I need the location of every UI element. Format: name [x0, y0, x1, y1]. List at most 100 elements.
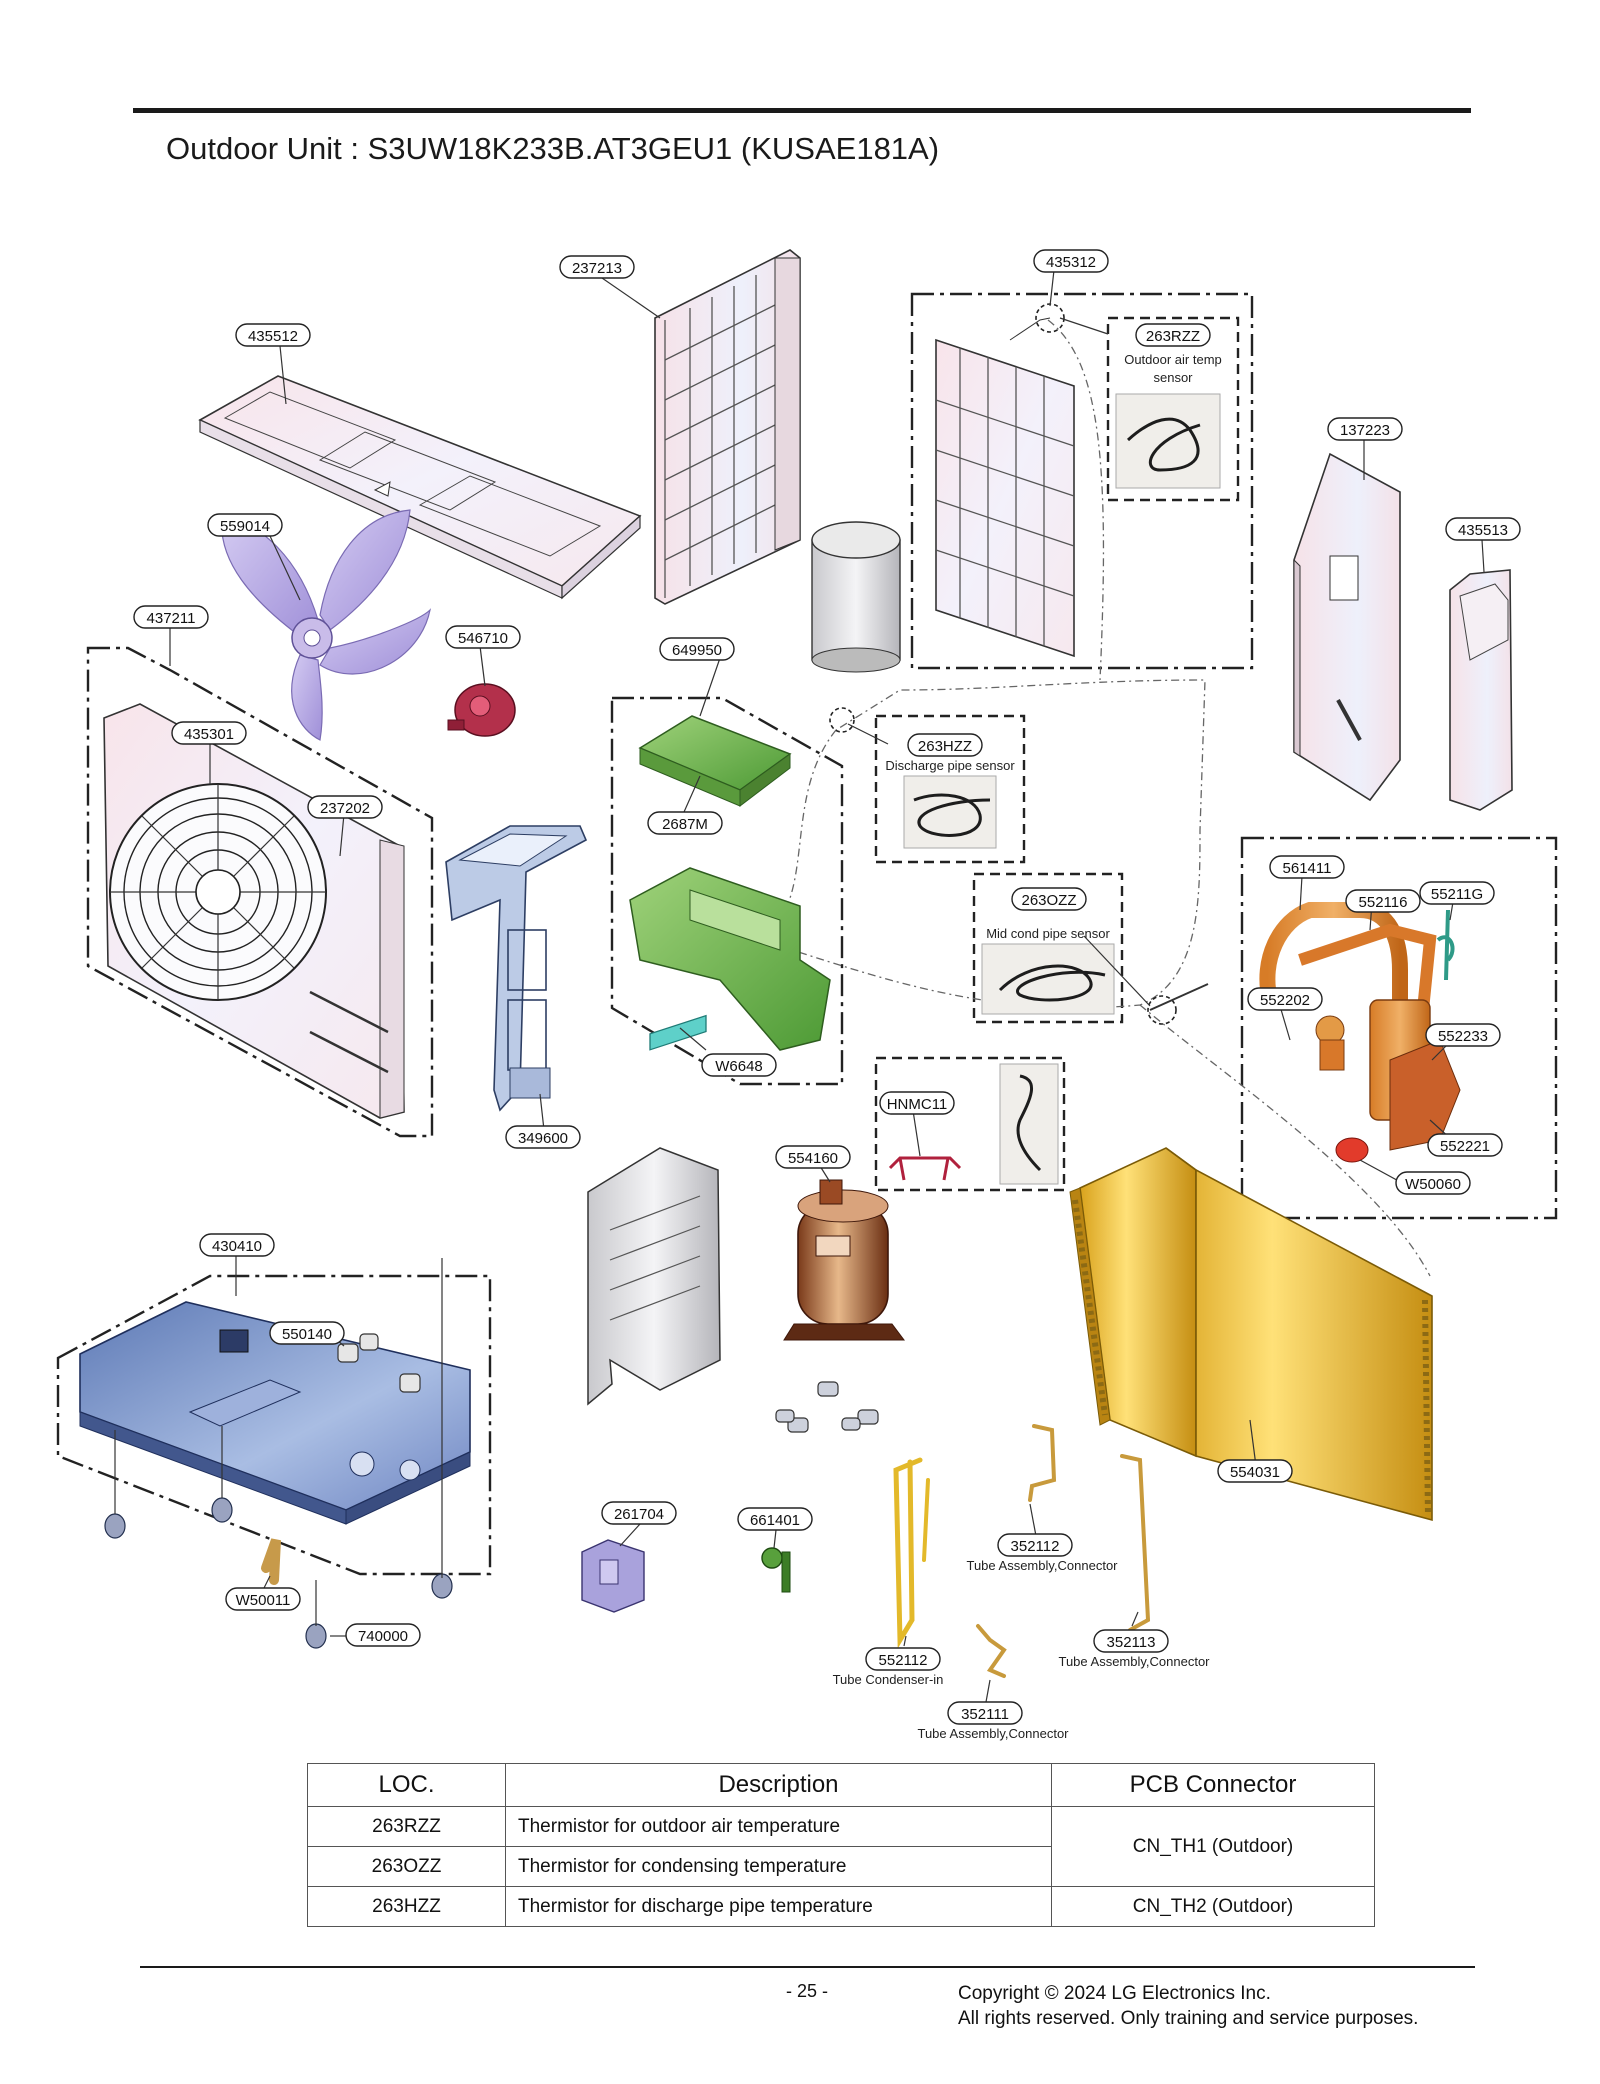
- callout-552202: 552202: [1247, 987, 1323, 1011]
- sensor-263hzz-photo: [903, 775, 997, 849]
- callout-546710: 546710: [445, 625, 521, 649]
- label-430410: 430410: [212, 1238, 262, 1255]
- callout-hnmc11: HNMC11: [879, 1091, 955, 1115]
- label-552116: 552116: [1359, 894, 1408, 911]
- table-row: 263HZZ Thermistor for discharge pipe tem…: [307, 1886, 1375, 1927]
- callout-552116: 552116: [1345, 889, 1421, 913]
- bottom-rule: [140, 1966, 1475, 1968]
- barrier-panel-part: [587, 1147, 721, 1406]
- right-side-panel-part: [1293, 452, 1401, 802]
- callout-2687m: 2687M: [647, 811, 723, 835]
- callout-237202: 237202: [307, 795, 383, 819]
- cylinder-part: [811, 521, 901, 673]
- callout-649950: 649950: [659, 637, 735, 661]
- callout-352112: 352112: [997, 1533, 1073, 1557]
- label-740000: 740000: [358, 1628, 408, 1645]
- callout-740000: 740000: [345, 1623, 421, 1647]
- callout-263ozz: 263OZZ: [1011, 887, 1087, 911]
- sensor-263rzz-photo: [1115, 393, 1221, 489]
- label-352113: 352113: [1107, 1634, 1156, 1651]
- part-661401: [761, 1547, 791, 1593]
- callout-552112: 552112: [865, 1647, 941, 1671]
- row-loc: 263RZZ: [307, 1806, 506, 1847]
- label-546710: 546710: [458, 630, 508, 647]
- label-561411: 561411: [1283, 860, 1332, 877]
- label-263hzz: 263HZZ: [918, 738, 972, 755]
- callout-261704: 261704: [601, 1501, 677, 1525]
- label-263ozz-desc: Mid cond pipe sensor: [986, 926, 1110, 941]
- pcb-part: [638, 715, 792, 808]
- callout-435312: 435312: [1033, 249, 1109, 273]
- side-grille-part: [654, 249, 801, 605]
- callout-552221: 552221: [1427, 1133, 1503, 1157]
- compressor-mount-part: [775, 1381, 879, 1433]
- callout-661401: 661401: [737, 1507, 813, 1531]
- page-title: Outdoor Unit : S3UW18K233B.AT3GEU1 (KUSA…: [166, 131, 940, 166]
- callout-263hzz: 263HZZ: [907, 733, 983, 757]
- label-263rzz: 263RZZ: [1146, 328, 1200, 345]
- callout-435301: 435301: [171, 721, 247, 745]
- label-352111-desc: Tube Assembly,Connector: [917, 1726, 1069, 1741]
- row-description: Thermistor for discharge pipe temperatur…: [505, 1886, 1052, 1927]
- label-437211: 437211: [147, 610, 196, 627]
- callout-263rzz: 263RZZ: [1135, 323, 1211, 347]
- callout-554160: 554160: [775, 1145, 851, 1169]
- rear-grille-group-outline: [910, 292, 1254, 670]
- label-263hzz-desc: Discharge pipe sensor: [885, 758, 1015, 773]
- service-cover-part: [581, 1539, 645, 1613]
- callout-435512: 435512: [235, 323, 311, 347]
- label-w50011: W50011: [236, 1592, 291, 1609]
- sensor-263ozz-photo: [981, 943, 1115, 1015]
- label-2687m: 2687M: [662, 816, 708, 833]
- sensor-263hzz-box: [874, 714, 1026, 864]
- valve-assembly-part: [1259, 902, 1461, 1163]
- base-feet-part: [104, 1497, 453, 1649]
- compressor-part: [783, 1179, 905, 1341]
- callout-137223: 137223: [1327, 417, 1403, 441]
- label-435301: 435301: [184, 726, 234, 743]
- valve-group-outline: [1240, 836, 1558, 1220]
- drain-elbow-part: [261, 1538, 281, 1585]
- copyright-line-2: All rights reserved. Only training and s…: [958, 2008, 1419, 2029]
- hnmc11-part: [888, 1063, 1059, 1185]
- base-pan-part: [79, 1301, 471, 1525]
- label-435513: 435513: [1458, 522, 1508, 539]
- top-cover-part: [198, 375, 642, 600]
- front-panel-group-outline: [86, 646, 434, 1138]
- callout-352113: 352113: [1093, 1629, 1169, 1653]
- label-263rzz-desc-2: sensor: [1153, 370, 1193, 385]
- callout-w6648: W6648: [701, 1053, 777, 1077]
- label-237213: 237213: [572, 260, 622, 277]
- label-552112: 552112: [879, 1652, 928, 1669]
- table-row: 263OZZ Thermistor for condensing tempera…: [307, 1846, 1375, 1887]
- callout-550140: 550140: [269, 1321, 345, 1345]
- label-552202: 552202: [1260, 992, 1310, 1009]
- bracket-part: [445, 825, 588, 1112]
- callout-430410: 430410: [199, 1233, 275, 1257]
- page-number: - 25 -: [786, 1981, 829, 2001]
- callout-437211: 437211: [133, 605, 209, 629]
- label-552233: 552233: [1438, 1028, 1488, 1045]
- callout-559014: 559014: [207, 513, 283, 537]
- label-352113-desc: Tube Assembly,Connector: [1058, 1654, 1210, 1669]
- callout-w50011: W50011: [225, 1587, 301, 1611]
- table-row: 263RZZ Thermistor for outdoor air temper…: [307, 1806, 1375, 1887]
- copyright-line-1: Copyright © 2024 LG Electronics Inc.: [958, 1983, 1271, 2004]
- rear-grille-part: [935, 303, 1075, 658]
- label-352112-desc: Tube Assembly,Connector: [966, 1558, 1118, 1573]
- label-263rzz-desc-1: Outdoor air temp: [1124, 352, 1222, 367]
- terminal-block-part: [649, 1014, 707, 1051]
- pcb-group-outline: [610, 696, 844, 1086]
- label-550140: 550140: [282, 1326, 332, 1343]
- label-661401: 661401: [750, 1512, 800, 1529]
- label-559014: 559014: [220, 518, 270, 535]
- label-263ozz: 263OZZ: [1021, 892, 1076, 909]
- top-rule: [133, 108, 1471, 113]
- table-header-row: LOC. Description PCB Connector: [307, 1763, 1375, 1807]
- callout-349600: 349600: [505, 1125, 581, 1149]
- base-pan-fittings: [337, 1333, 421, 1393]
- control-box-part: [629, 867, 831, 1051]
- copyright-notice: Copyright © 2024 LG Electronics Inc. All…: [958, 1981, 1418, 2031]
- label-552112-desc: Tube Condenser-in: [833, 1672, 944, 1687]
- callout-552233: 552233: [1425, 1023, 1501, 1047]
